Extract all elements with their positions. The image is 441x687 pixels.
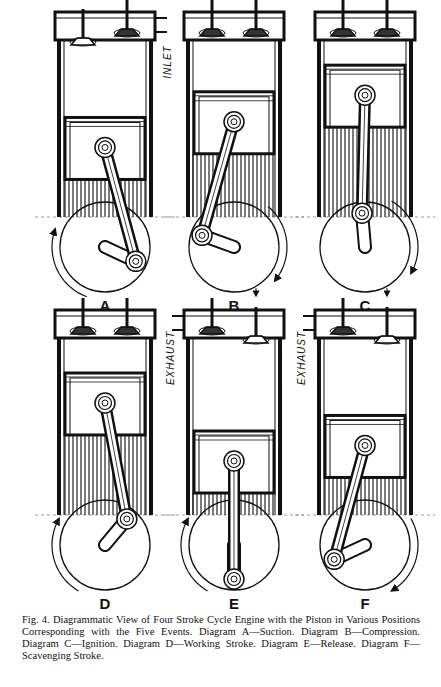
diagram-letter: F [360,595,369,612]
figure-caption: Fig. 4. Diagrammatic View of Four Stroke… [22,614,420,662]
engine-figure [164,288,304,591]
diagram-letter: E [229,595,239,612]
engine-figure [295,0,435,292]
engine-figure [35,298,175,591]
diagram-letter: C [360,297,371,314]
diagram-letter: B [229,297,240,314]
engine-figure [295,288,435,591]
port-label: INLET [162,45,173,78]
diagram-letter: A [100,297,111,314]
port-label: EXHAUST [165,331,176,385]
diagram-letter: D [100,595,111,612]
engine-figure [35,0,175,297]
port-label: EXHAUST [296,331,307,385]
engine-figure [164,0,304,292]
